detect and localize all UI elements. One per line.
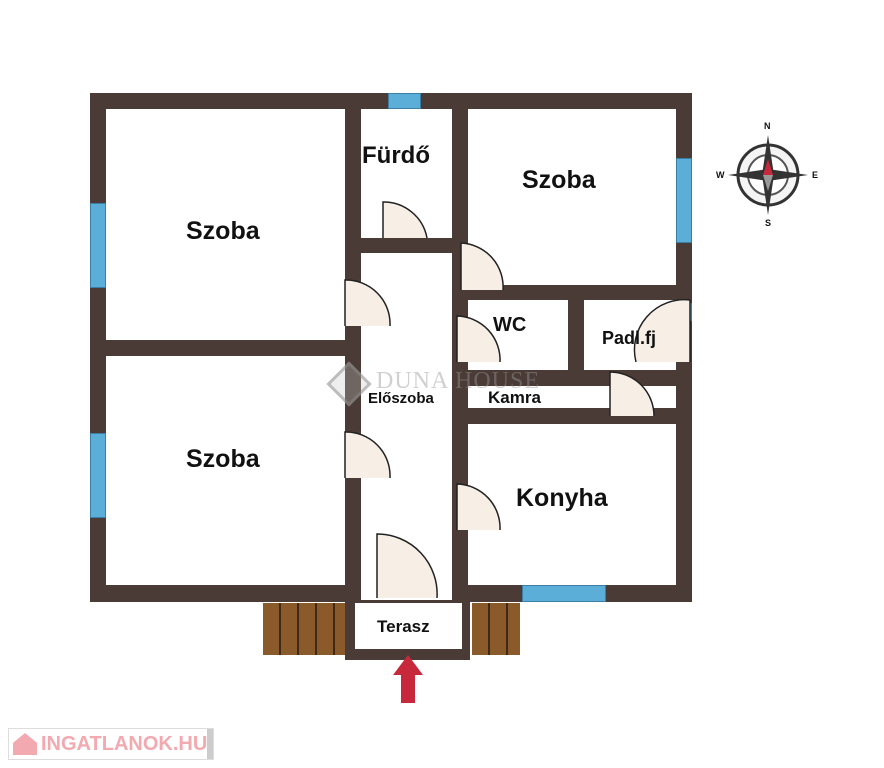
compass-e: E	[812, 170, 819, 180]
room-label: Szoba	[186, 217, 260, 245]
room-label: Kamra	[488, 388, 541, 407]
footer-logo-text: INGATLANOK.HU	[41, 733, 208, 755]
deck	[472, 603, 520, 655]
wall	[568, 300, 584, 372]
deck	[263, 603, 345, 655]
door	[344, 431, 391, 479]
room-label: Előszoba	[368, 390, 434, 407]
door	[376, 533, 438, 599]
door	[382, 201, 428, 239]
room-label: Konyha	[516, 484, 608, 512]
window	[522, 585, 606, 602]
room-label: Szoba	[186, 445, 260, 473]
room-label: Fürdő	[362, 142, 430, 169]
entrance-arrow-icon	[393, 655, 423, 703]
compass-icon	[728, 135, 808, 215]
door	[456, 483, 501, 531]
room-label: Padl.fj	[602, 328, 657, 348]
house-icon	[13, 733, 37, 755]
door	[460, 242, 504, 291]
room-label: WC	[493, 314, 527, 336]
door	[609, 371, 655, 417]
room-label: Szoba	[522, 166, 596, 194]
watermark: DUNA HOUSE	[376, 368, 541, 394]
wall	[452, 285, 692, 300]
door	[456, 315, 501, 363]
window	[90, 433, 106, 518]
terrace-floor	[355, 603, 462, 649]
compass-s: S	[765, 218, 772, 228]
room-label: Terasz	[377, 617, 430, 636]
compass-n: N	[764, 121, 771, 131]
window	[676, 158, 692, 243]
wall	[345, 238, 455, 253]
window	[388, 93, 421, 109]
compass-w: W	[716, 170, 725, 180]
window	[90, 203, 106, 288]
door	[633, 298, 691, 363]
door	[344, 279, 391, 327]
footer-logo: INGATLANOK.HU	[8, 728, 214, 760]
wall	[90, 340, 350, 356]
